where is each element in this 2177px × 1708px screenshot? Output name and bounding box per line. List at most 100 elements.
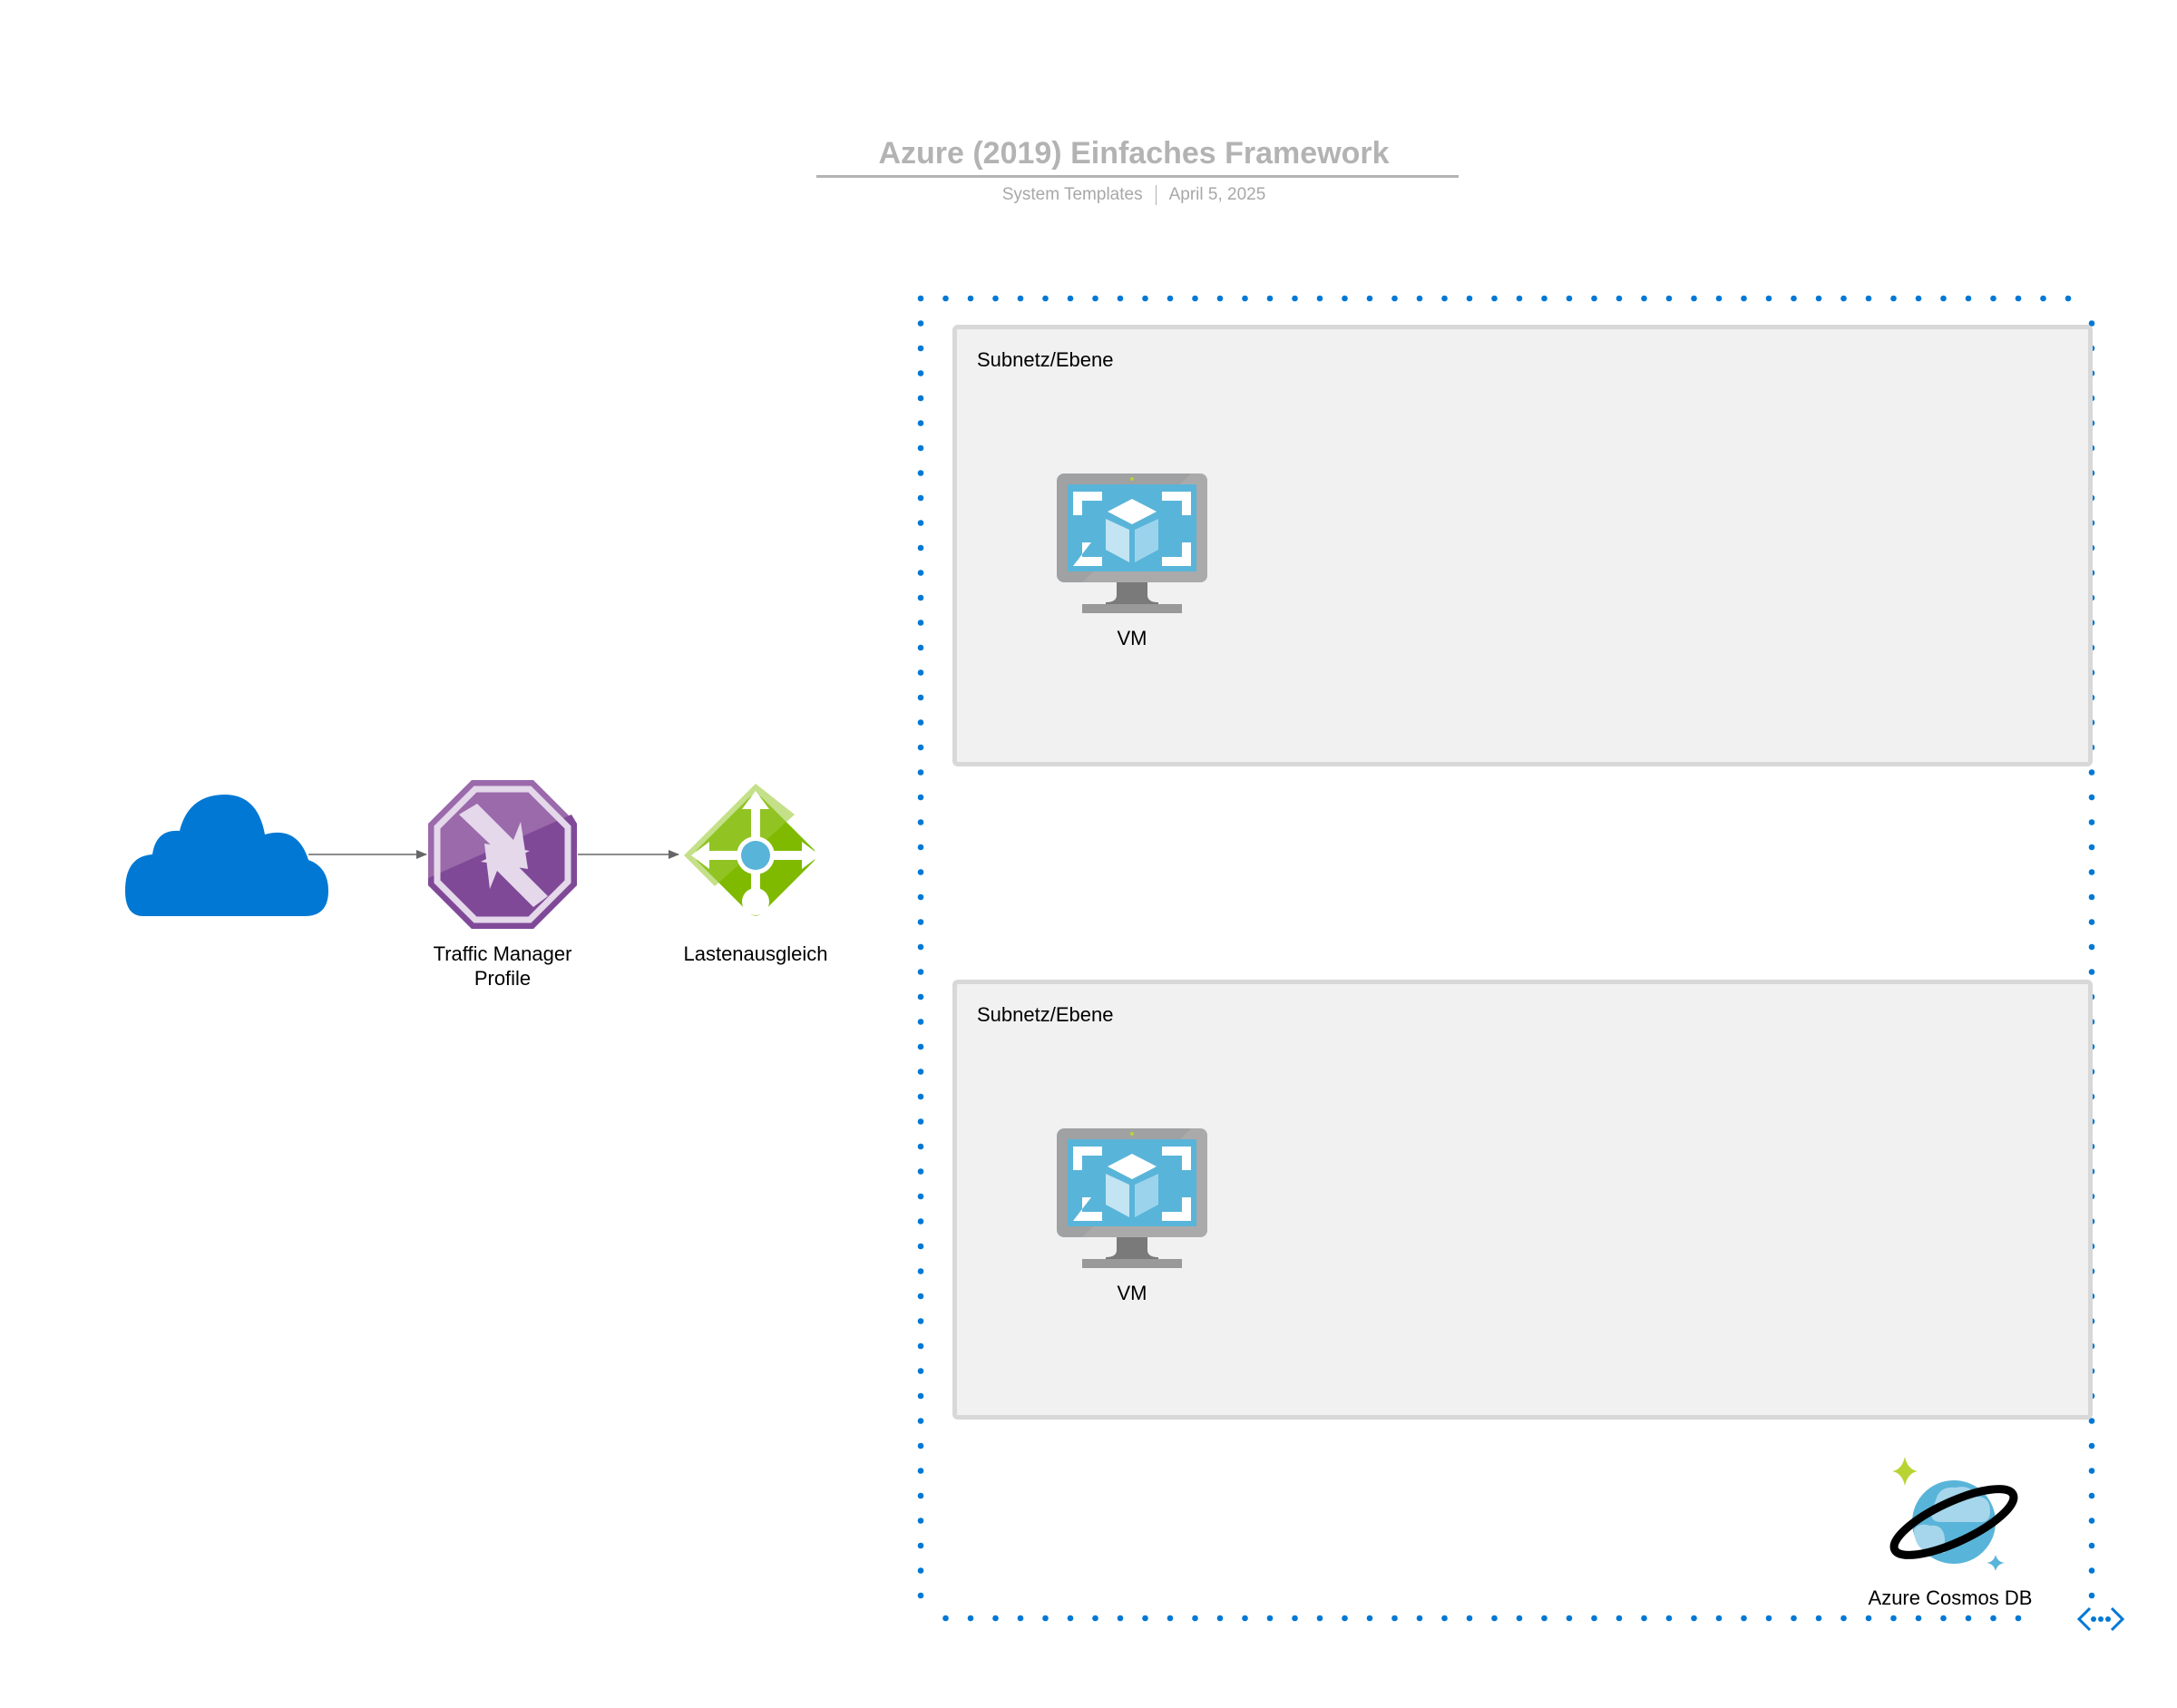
boundary-dot bbox=[1965, 1615, 1972, 1622]
boundary-dot bbox=[1890, 1615, 1897, 1622]
boundary-dot bbox=[917, 1143, 924, 1150]
boundary-dot bbox=[2088, 1592, 2095, 1599]
boundary-dot bbox=[1691, 295, 1697, 302]
boundary-dot bbox=[2088, 794, 2095, 801]
boundary-dot bbox=[1591, 295, 1597, 302]
boundary-dot bbox=[1865, 1615, 1872, 1622]
boundary-dot bbox=[917, 1592, 924, 1599]
subnet-label: Subnetz/Ebene bbox=[977, 1003, 1114, 1026]
boundary-dot bbox=[917, 769, 924, 776]
boundary-dot bbox=[1342, 295, 1348, 302]
boundary-dot bbox=[917, 694, 924, 701]
boundary-dot bbox=[1092, 1615, 1098, 1622]
boundary-dot bbox=[1990, 295, 1996, 302]
boundary-dot bbox=[917, 1418, 924, 1424]
boundary-dot bbox=[917, 444, 924, 452]
boundary-dot bbox=[1292, 295, 1298, 302]
boundary-dot bbox=[1940, 1615, 1947, 1622]
boundary-dot bbox=[917, 1168, 924, 1175]
traffic-manager-icon[interactable] bbox=[426, 778, 579, 931]
boundary-dot bbox=[917, 345, 924, 352]
boundary-dot bbox=[1266, 295, 1274, 302]
boundary-dot bbox=[1366, 1615, 1373, 1622]
boundary-dot bbox=[1616, 1615, 1623, 1622]
traffic-manager-label: Traffic Manager Profile bbox=[399, 942, 606, 991]
boundary-dot bbox=[1142, 1615, 1148, 1622]
boundary-dot bbox=[917, 844, 924, 851]
boundary-dot bbox=[917, 869, 924, 875]
boundary-dot bbox=[917, 993, 924, 1000]
boundary-dot bbox=[1316, 295, 1323, 302]
boundary-dot bbox=[1391, 295, 1398, 302]
boundary-dot bbox=[2088, 893, 2095, 901]
vm-label: VM bbox=[1117, 627, 1147, 649]
boundary-dot bbox=[1865, 295, 1872, 302]
boundary-dot bbox=[1591, 1615, 1597, 1622]
boundary-dot bbox=[1741, 1615, 1747, 1622]
boundary-dot bbox=[1566, 295, 1573, 302]
boundary-dot bbox=[1541, 1615, 1547, 1622]
boundary-dot bbox=[917, 1518, 924, 1524]
boundary-dot bbox=[917, 570, 924, 576]
vm-icon[interactable] bbox=[1055, 1127, 1209, 1272]
boundary-dot bbox=[917, 1318, 924, 1324]
boundary-dot bbox=[917, 1268, 924, 1274]
boundary-dot bbox=[1266, 1615, 1274, 1622]
boundary-dot bbox=[1017, 1615, 1024, 1622]
boundary-dot bbox=[2040, 295, 2046, 302]
boundary-dot bbox=[1541, 295, 1547, 302]
boundary-dot bbox=[1641, 295, 1647, 302]
boundary-dot bbox=[1491, 295, 1498, 302]
boundary-dot bbox=[917, 370, 924, 376]
boundary-dot bbox=[917, 1019, 924, 1025]
boundary-dot bbox=[1791, 1615, 1797, 1622]
virtual-network-boundary[interactable] bbox=[917, 295, 2095, 1622]
boundary-dot bbox=[917, 620, 924, 626]
boundary-dot bbox=[1441, 295, 1448, 302]
boundary-dot bbox=[2065, 295, 2072, 302]
boundary-dot bbox=[917, 1342, 924, 1350]
boundary-dot bbox=[917, 1542, 924, 1549]
boundary-dot bbox=[2088, 1418, 2095, 1424]
boundary-dot bbox=[1117, 1615, 1124, 1622]
boundary-dot bbox=[1915, 295, 1922, 302]
virtual-network-icon bbox=[2077, 1606, 2125, 1632]
boundary-dot bbox=[1441, 1615, 1448, 1622]
boundary-dot bbox=[1665, 295, 1673, 302]
boundary-dot bbox=[1741, 295, 1747, 302]
boundary-dot bbox=[992, 295, 999, 302]
boundary-dot bbox=[917, 1442, 924, 1449]
vm-icon[interactable] bbox=[1055, 472, 1209, 617]
boundary-dot bbox=[1416, 1615, 1423, 1622]
boundary-dot bbox=[917, 719, 924, 726]
boundary-dot bbox=[967, 295, 974, 302]
boundary-dot bbox=[2088, 969, 2095, 975]
boundary-dot bbox=[1192, 295, 1198, 302]
boundary-dot bbox=[917, 1492, 924, 1499]
boundary-dot bbox=[1216, 295, 1224, 302]
boundary-dot bbox=[917, 969, 924, 975]
boundary-dot bbox=[1491, 1615, 1498, 1622]
boundary-dot bbox=[917, 1218, 924, 1225]
boundary-dot bbox=[1092, 295, 1098, 302]
cosmos-db-icon[interactable] bbox=[1881, 1453, 2026, 1580]
cloud-icon[interactable] bbox=[123, 791, 332, 918]
boundary-dot bbox=[2088, 869, 2095, 875]
boundary-dot bbox=[1017, 295, 1024, 302]
boundary-dot bbox=[1117, 295, 1124, 302]
boundary-dot bbox=[917, 919, 924, 925]
boundary-dot bbox=[1342, 1615, 1348, 1622]
boundary-dot bbox=[917, 1392, 924, 1400]
load-balancer-icon[interactable] bbox=[678, 778, 833, 932]
boundary-dot bbox=[1242, 1615, 1248, 1622]
boundary-dot bbox=[2088, 1567, 2095, 1574]
boundary-dot bbox=[2088, 819, 2095, 825]
boundary-dot bbox=[1915, 1615, 1922, 1622]
boundary-dot bbox=[917, 520, 924, 526]
boundary-dot bbox=[1142, 295, 1148, 302]
diagram-title: Azure (2019) Einfaches Framework bbox=[878, 136, 1390, 171]
boundary-dot bbox=[917, 744, 924, 751]
boundary-dot bbox=[967, 1615, 974, 1622]
